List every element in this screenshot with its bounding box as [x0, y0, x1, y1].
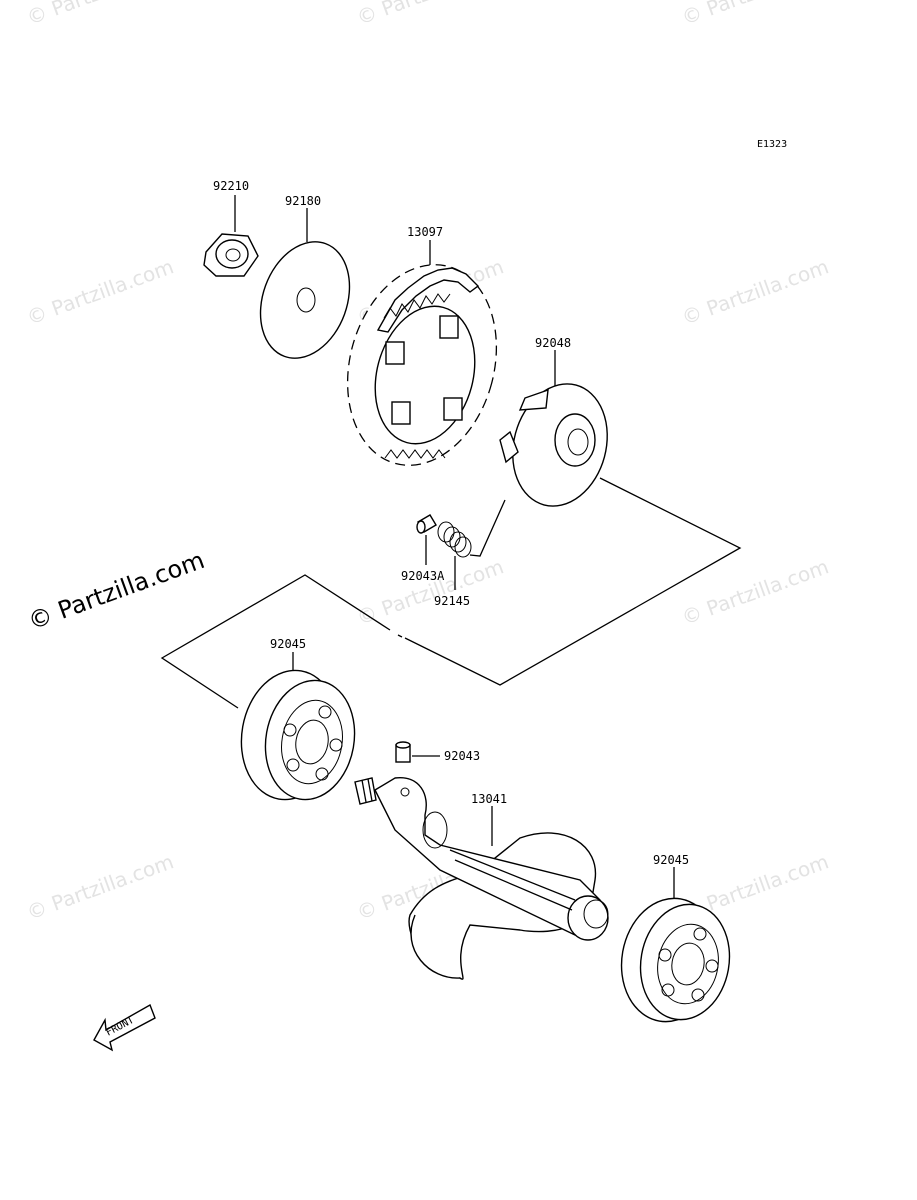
watermark: © Partzilla.com	[679, 254, 832, 329]
part-number-92180[interactable]: 92180	[285, 194, 321, 208]
watermark: © Partzilla.com	[679, 554, 832, 629]
bearing-92045-right[interactable]	[612, 867, 738, 1029]
part-number-13041[interactable]: 13041	[471, 792, 507, 806]
cam-92048[interactable]	[499, 350, 621, 517]
nut-92210[interactable]	[203, 195, 259, 277]
part-number-92043[interactable]: 92043	[444, 749, 480, 763]
pin-92043[interactable]	[395, 741, 440, 763]
shaft-13041[interactable]	[354, 777, 609, 980]
part-number-92210[interactable]: 92210	[213, 179, 249, 193]
part-number-92045-right[interactable]: 92045	[653, 853, 689, 867]
watermark: © Partzilla.com	[679, 0, 832, 30]
gear-13097[interactable]	[326, 240, 518, 482]
part-number-92043A[interactable]: 92043A	[401, 569, 445, 583]
watermark: © Partzilla.com	[24, 0, 177, 30]
watermark: © Partzilla.com	[354, 0, 507, 30]
assembly-frame	[160, 477, 742, 709]
front-arrow-icon: FRONT	[93, 1003, 156, 1052]
watermark: © Partzilla.com	[24, 254, 177, 329]
part-number-92045-left[interactable]: 92045	[270, 637, 306, 651]
watermark: © Partzilla.com	[24, 849, 177, 924]
diagram-code: E1323	[757, 139, 787, 150]
spring-92145[interactable]	[437, 499, 506, 590]
watermark: © Partzilla.com	[354, 554, 507, 629]
bearing-92045-left[interactable]	[231, 652, 363, 807]
pin-92043A[interactable]	[416, 514, 437, 565]
watermark-main: © Partzilla.com	[24, 546, 208, 636]
part-number-92048[interactable]: 92048	[535, 336, 571, 350]
washer-92180[interactable]	[245, 208, 365, 371]
part-number-92145[interactable]: 92145	[434, 594, 470, 608]
part-number-13097[interactable]: 13097	[407, 225, 443, 239]
